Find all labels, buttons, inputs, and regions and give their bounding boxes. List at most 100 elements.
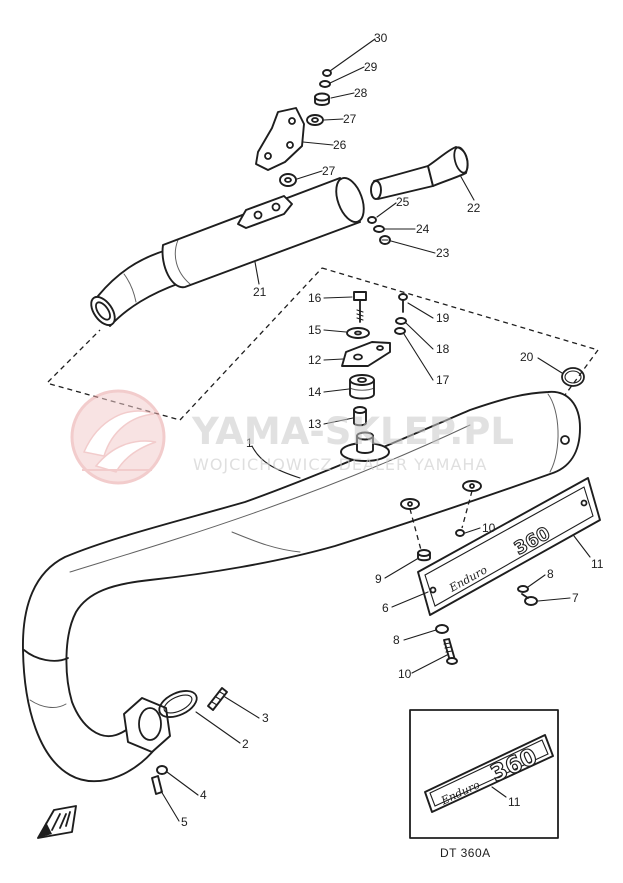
bracket-12-hole-1 (353, 353, 363, 361)
plate-mount-hole-left (407, 501, 413, 507)
callout-8-lower: 8 (393, 633, 400, 647)
callout-labels: 30 29 28 27 26 27 25 24 23 22 21 16 19 1… (181, 31, 604, 829)
washer-24 (373, 225, 385, 233)
bracket-hole-1 (264, 152, 272, 160)
callout-1: 1 (246, 436, 253, 450)
inset-plate-inner-border (429, 739, 549, 807)
heat-shield-plate: Enduro 360 (417, 477, 601, 616)
inset-frame (409, 709, 559, 839)
leader-1 (251, 445, 301, 479)
mount-boss-top (356, 431, 374, 441)
leader-19 (407, 302, 434, 319)
end-cap-hole (560, 435, 570, 445)
plate-mount-tab-right (462, 480, 482, 492)
callout-25: 25 (396, 195, 410, 209)
screw-7-shank (521, 593, 529, 599)
collar-13 (353, 409, 367, 427)
watermark-brand: YAMA-SKLEP.PL (191, 410, 514, 453)
washer-25 (367, 216, 377, 224)
stud-3-thread (211, 691, 226, 706)
callout-24: 24 (416, 222, 430, 236)
bracket-hole-2 (288, 117, 296, 125)
front-direction-icon (37, 805, 77, 839)
bracket-hole-3 (286, 141, 294, 149)
callout-27-lower: 27 (322, 164, 336, 178)
bolt-10-lower-head (446, 657, 458, 665)
nut-4 (156, 765, 168, 775)
leader-18 (405, 322, 434, 350)
callout-17: 17 (436, 373, 450, 387)
callout-16: 16 (308, 291, 322, 305)
chamber-top-highlight (69, 424, 471, 573)
leader-4 (166, 771, 199, 796)
bolt-30 (322, 69, 332, 77)
washer-27-lower (279, 173, 297, 187)
dealer-logo (70, 389, 166, 485)
pipe-flange-opening (138, 707, 162, 741)
callout-27: 27 (343, 112, 357, 126)
stud-5 (151, 775, 163, 795)
leader-13 (323, 417, 354, 425)
callout-30: 30 (374, 31, 388, 45)
leader-29 (329, 66, 365, 84)
logo-swoosh-2 (94, 440, 157, 473)
plate-hole-right (580, 499, 588, 507)
front-icon-arrow (38, 822, 52, 838)
bracket-12-hole-2 (376, 345, 384, 351)
leader-8-lower (403, 629, 437, 641)
leader-21 (254, 261, 260, 285)
inset-plate-outline (424, 734, 554, 813)
callout-6: 6 (382, 601, 389, 615)
muffler (90, 177, 365, 327)
bracket-plate (255, 107, 305, 171)
stinger-flare (427, 146, 469, 187)
bolt-16-head (353, 291, 367, 301)
leader-17 (403, 333, 434, 381)
end-cap-seam (547, 393, 559, 473)
callout-7: 7 (572, 591, 579, 605)
washer-18 (395, 317, 407, 325)
callout-3: 3 (262, 711, 269, 725)
muffler-bracket-hole-1 (253, 210, 263, 220)
leader-26 (302, 141, 334, 146)
gasket-20-inner (564, 370, 582, 384)
collar-13-top (353, 406, 367, 414)
leader-5 (160, 790, 180, 822)
callout-20: 20 (520, 350, 534, 364)
plate-fasteners (417, 529, 538, 665)
washer-15 (346, 327, 370, 339)
leader-7 (537, 597, 571, 602)
pipe-flange (123, 697, 171, 753)
leader-9 (384, 558, 418, 579)
damper-14-hole (357, 377, 367, 383)
leader-10-lower (411, 654, 448, 674)
leader-2 (195, 711, 241, 744)
heat-shield-dashed-connectors (409, 490, 473, 551)
callout-10-lower: 10 (398, 667, 412, 681)
damper-14-groove (349, 387, 375, 391)
stinger-outlet (453, 146, 469, 174)
leader-23 (390, 240, 436, 254)
plate-mount-tab-left (400, 498, 420, 510)
leader-22 (459, 174, 475, 201)
plate-outline (417, 477, 601, 616)
washer-17 (394, 327, 406, 335)
leader-10-upper (464, 527, 481, 534)
leader-27-lower (296, 170, 323, 180)
plate-mount-hole-right (469, 483, 475, 489)
dealer-watermark: YAMA-SKLEP.PL WOJCICHOWICZ DEALER YAMAHA (70, 389, 514, 485)
leader-lines (160, 38, 591, 822)
muffler-bracket-hole-2 (271, 202, 281, 212)
leader-8-right (527, 574, 546, 588)
callout-29: 29 (364, 60, 378, 74)
washer-15-hole (354, 330, 362, 336)
callout-9: 9 (375, 572, 382, 586)
stinger-inlet (370, 180, 382, 200)
washer-29 (319, 80, 331, 88)
callout-22: 22 (467, 201, 481, 215)
leader-12 (323, 358, 344, 361)
callout-18: 18 (436, 342, 450, 356)
dashed-line-top (321, 267, 599, 351)
tail-stinger (370, 146, 469, 200)
